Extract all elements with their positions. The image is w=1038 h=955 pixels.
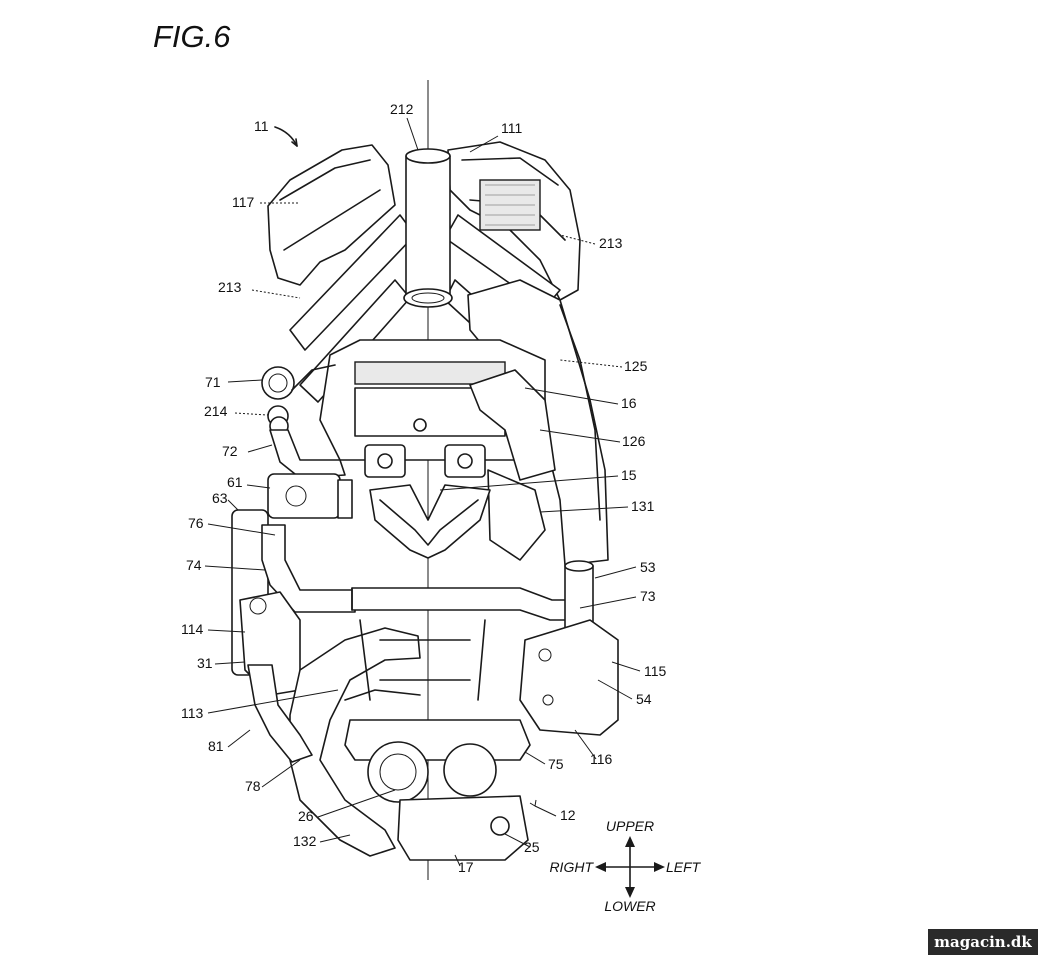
pipe-75: [345, 720, 530, 760]
vertical-tube-212: [406, 156, 450, 298]
label-25: 25: [524, 839, 540, 855]
label-76: 76: [188, 515, 204, 531]
label-213-left: 213: [218, 279, 242, 295]
hose-connector-71: [262, 367, 294, 399]
manifold-15: [370, 485, 490, 558]
arrow-right-icon: [595, 862, 606, 872]
label-213-right: 213: [599, 235, 623, 251]
direction-upper: UPPER: [606, 818, 654, 834]
label-61: 61: [227, 474, 243, 490]
label-16: 16: [621, 395, 637, 411]
bolt-25: [491, 817, 509, 835]
label-132: 132: [293, 833, 317, 849]
label-15: 15: [621, 467, 637, 483]
label-78: 78: [245, 778, 261, 794]
direction-left: LEFT: [666, 859, 702, 875]
label-11: 11: [254, 118, 269, 134]
arrow-up-icon: [625, 836, 635, 847]
label-53: 53: [640, 559, 656, 575]
arrow-down-icon: [625, 887, 635, 898]
label-117: 117: [232, 194, 255, 210]
label-126: 126: [622, 433, 646, 449]
figure-title: FIG.6: [153, 19, 231, 54]
direction-right: RIGHT: [549, 859, 594, 875]
cover-115: [520, 620, 618, 735]
label-113: 113: [181, 705, 204, 721]
label-214: 214: [204, 403, 228, 419]
arrow-left-icon: [654, 862, 665, 872]
label-73: 73: [640, 588, 656, 604]
label-111: 111: [501, 120, 522, 136]
label-81: 81: [208, 738, 224, 754]
label-17: 17: [458, 859, 474, 875]
pipe-73: [352, 588, 575, 620]
label-26: 26: [298, 808, 314, 824]
direction-lower: LOWER: [604, 898, 655, 914]
pulley-26: [368, 742, 428, 802]
label-212: 212: [390, 101, 414, 117]
label-115: 115: [644, 663, 667, 679]
label-74: 74: [186, 557, 202, 573]
watermark-text: magacin.dk: [934, 933, 1032, 951]
label-72: 72: [222, 443, 238, 459]
label-75: 75: [548, 756, 564, 772]
direction-indicator: UPPER LOWER RIGHT LEFT: [549, 818, 701, 914]
watermark: magacin.dk: [928, 929, 1038, 955]
label-116: 116: [590, 751, 613, 767]
label-31: 31: [197, 655, 213, 671]
label-114: 114: [181, 621, 204, 637]
label-54: 54: [636, 691, 652, 707]
label-63: 63: [212, 490, 228, 506]
label-71: 71: [205, 374, 221, 390]
label-125: 125: [624, 358, 648, 374]
pump-61: [268, 474, 340, 518]
label-12: 12: [560, 807, 576, 823]
label-131: 131: [631, 498, 655, 514]
